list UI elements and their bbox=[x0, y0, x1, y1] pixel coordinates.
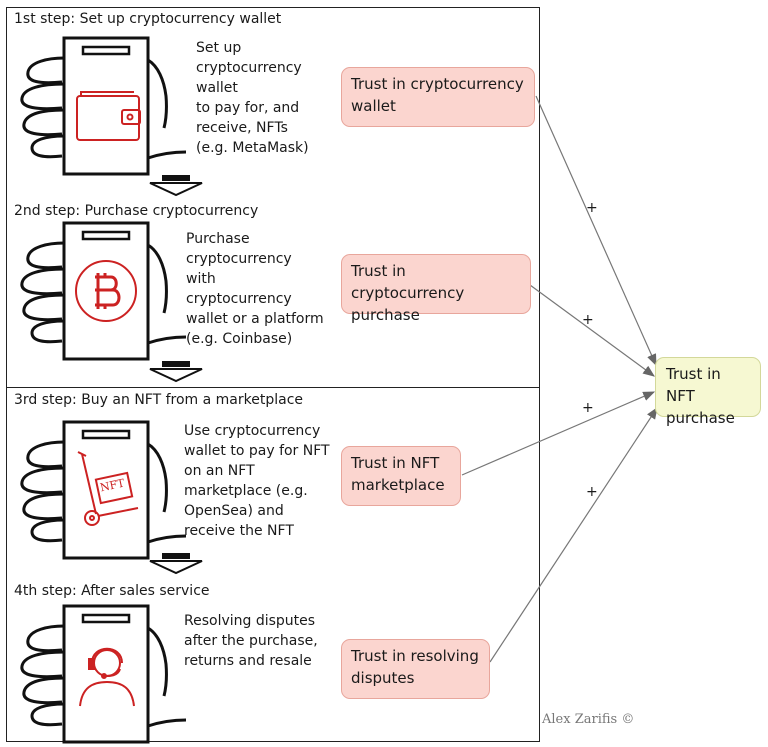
step-3-title: 3rd step: Buy an NFT from a marketplace bbox=[14, 392, 304, 408]
trust-marketplace-box: Trust in NFT marketplace bbox=[341, 446, 461, 506]
connector-wallet bbox=[535, 95, 657, 367]
nft-trolley-icon bbox=[77, 451, 139, 526]
connector-disputes bbox=[489, 406, 658, 663]
down-arrow-1 bbox=[149, 174, 203, 196]
plus-sign-wallet: + bbox=[586, 200, 598, 216]
bitcoin-icon bbox=[75, 260, 137, 322]
down-arrow-3 bbox=[149, 552, 203, 574]
trust-purchase-box: Trust in cryptocurrency purchase bbox=[341, 254, 531, 324]
steps-3-4-frame bbox=[6, 387, 540, 742]
plus-sign-purchase: + bbox=[582, 312, 594, 328]
step-3-description: Use cryptocurrency wallet to pay for NFT… bbox=[184, 423, 330, 539]
trust-disputes-box: Trust in resolving disputes bbox=[341, 639, 490, 699]
phone-hand-step-1 bbox=[20, 36, 188, 176]
trust-nft-purchase-box: Trust in NFT purchase bbox=[655, 357, 761, 427]
phone-hand-step-4 bbox=[20, 604, 188, 744]
phone-hand-step-3 bbox=[20, 420, 188, 560]
step-2-title: 2nd step: Purchase cryptocurrency bbox=[14, 203, 259, 219]
step-4-title: 4th step: After sales service bbox=[14, 583, 210, 599]
plus-sign-marketplace: + bbox=[582, 400, 594, 416]
step-2-description: Purchase cryptocurrency with cryptocurre… bbox=[186, 231, 324, 347]
headset-support-icon bbox=[79, 647, 135, 707]
step-4-description: Resolving disputes after the purchase, r… bbox=[184, 613, 318, 669]
plus-sign-disputes: + bbox=[586, 484, 598, 500]
wallet-icon bbox=[76, 91, 141, 141]
phone-hand-step-2 bbox=[20, 221, 188, 361]
connector-purchase bbox=[529, 284, 655, 377]
step-1-description: Set up cryptocurrency wallet to pay for,… bbox=[196, 40, 309, 156]
author-credit: Alex Zarifis © bbox=[542, 712, 635, 727]
trust-wallet-box: Trust in cryptocurrency wallet bbox=[341, 67, 535, 127]
down-arrow-2 bbox=[149, 360, 203, 382]
step-1-title: 1st step: Set up cryptocurrency wallet bbox=[14, 11, 282, 27]
connector-marketplace bbox=[461, 391, 656, 476]
